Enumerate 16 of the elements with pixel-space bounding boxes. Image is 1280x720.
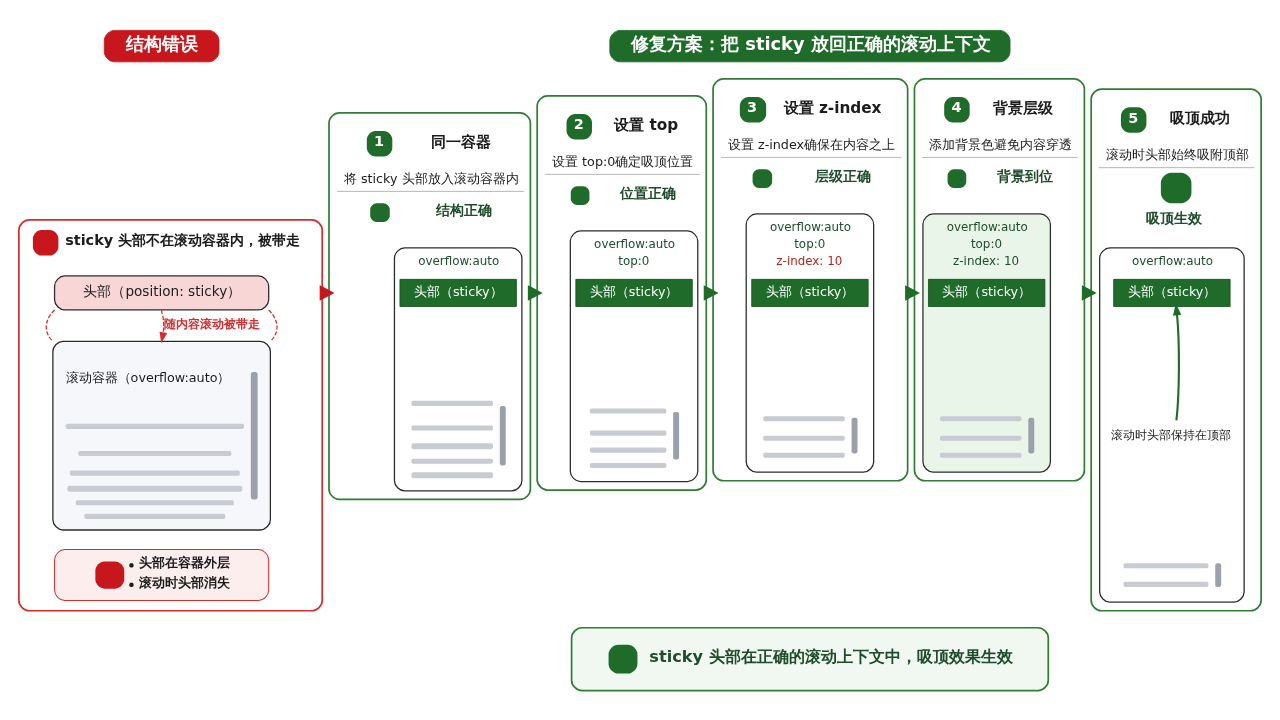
node-box: 头部（sticky） <box>928 278 1046 307</box>
node-box: sticky 头部在正确的滚动上下文中，吸顶效果生效 <box>570 626 1050 691</box>
connector <box>268 308 278 342</box>
node-box: 头部（sticky） <box>1113 278 1231 307</box>
connector <box>45 308 56 342</box>
node-box: 头部（sticky） <box>751 278 869 307</box>
node-box: 结构错误 <box>103 29 220 62</box>
node-box: 头部（sticky） <box>575 278 693 307</box>
arrow <box>159 308 168 343</box>
node-text: 滚动时头部保持在顶部 <box>1111 427 1232 442</box>
node-box: 头部（sticky） <box>399 278 517 307</box>
node-box: 头部（position: sticky） <box>53 274 270 311</box>
node-box: 滚动容器（overflow:auto） <box>52 340 272 531</box>
edge-label: 随内容滚动被带走 <box>164 316 261 331</box>
node-box: 头部在容器外层 滚动时头部消失 <box>54 548 270 601</box>
node-box: 修复方案：把 sticky 放回正确的滚动上下文 <box>609 29 1011 62</box>
